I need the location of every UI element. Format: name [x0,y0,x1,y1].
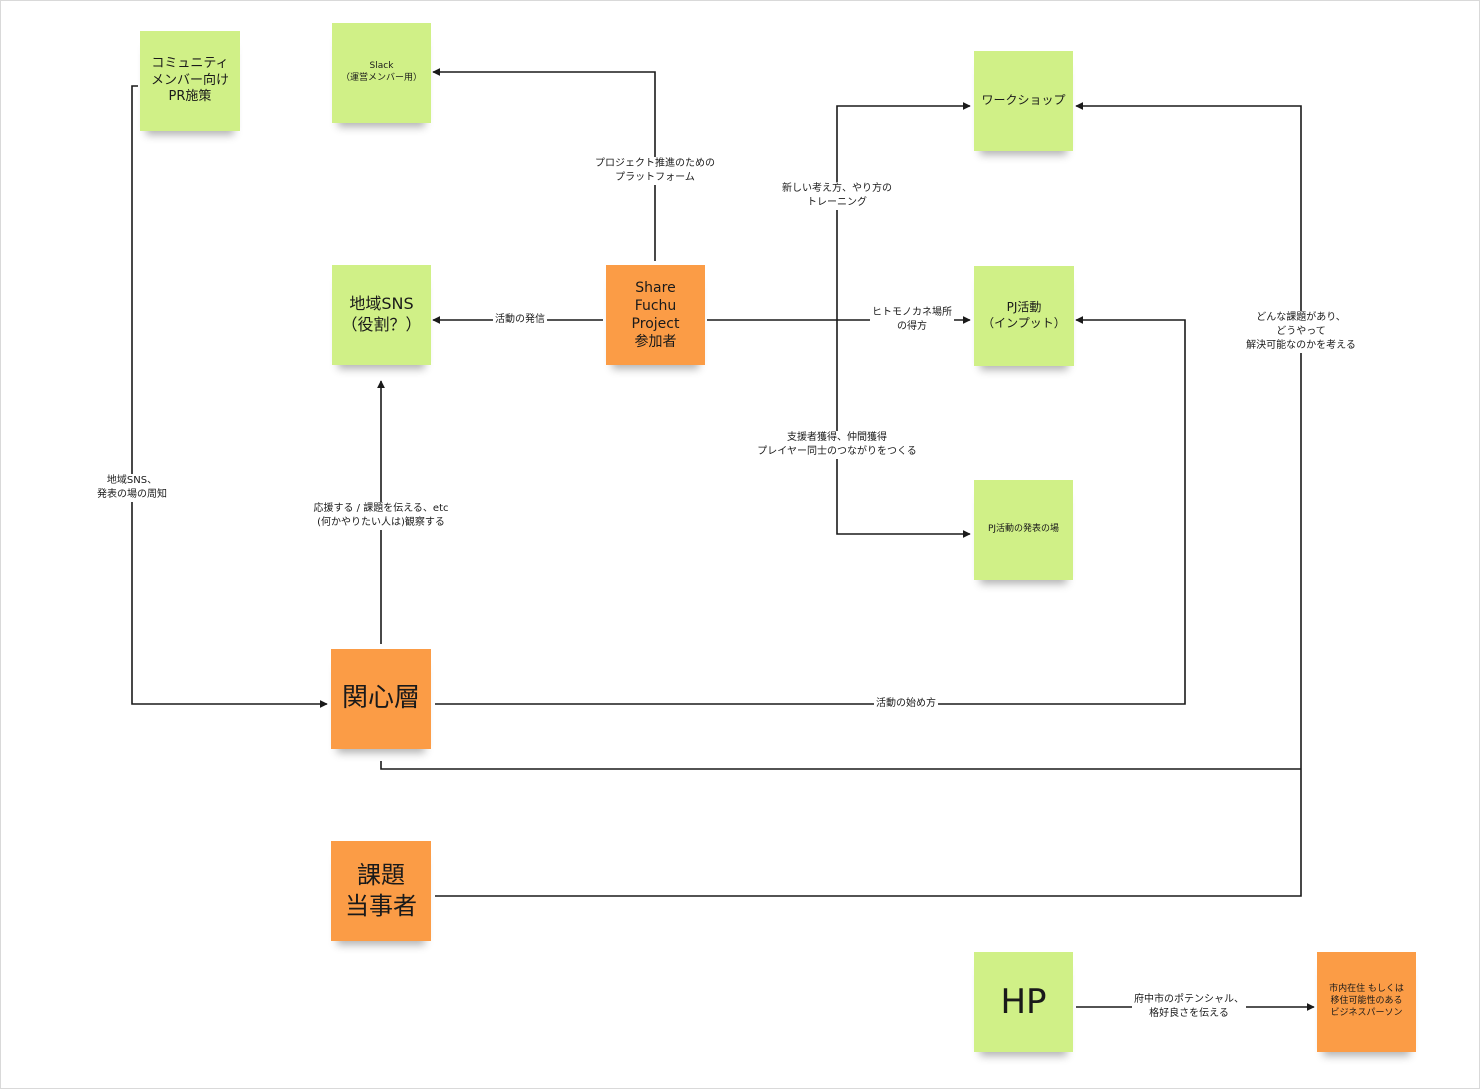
note-workshop[interactable]: ワークショップ [974,51,1073,151]
edge-community-to-interest [131,85,328,708]
label-fuchu-potential: 府中市のポテンシャル、 格好良さを伝える [1132,993,1246,1021]
note-hp[interactable]: HP [974,952,1073,1052]
label-how-to-start: 活動の始め方 [874,697,938,711]
note-slack[interactable]: Slack （運営メンバー用） [332,23,431,123]
label-issue-thinking: どんな課題があり、 どうやって 解決可能なのかを考える [1244,311,1358,353]
note-pj-presentation[interactable]: PJ活動の発表の場 [974,480,1073,580]
note-pj-activity[interactable]: PJ活動 （インプット） [974,266,1074,366]
edge-interest-to-trunk [380,761,1301,770]
label-training: 新しい考え方、やり方の トレーニング [780,182,894,210]
label-broadcast: 活動の発信 [493,313,547,327]
note-interest-layer[interactable]: 関心層 [331,649,431,749]
edge-interest-to-pj-activity [435,316,1186,705]
label-support: 応援する / 課題を伝える、etc (何かやりたい人は)観察する [311,502,451,530]
note-issue-parties[interactable]: 課題 当事者 [331,841,431,941]
note-business-persons[interactable]: 市内在住 もしくは 移住可能性のある ビジネスパーソン [1317,952,1416,1052]
label-supporters: 支援者獲得、仲間獲得 プレイヤー同士のつながりをつくる [755,431,919,459]
edge-issue-to-workshop [435,102,1302,897]
edge-branch-to-pj-presentation [836,320,971,538]
edge-share-to-slack [432,68,656,261]
note-share-fuchu[interactable]: Share Fuchu Project 参加者 [606,265,705,365]
note-community-pr[interactable]: コミュニティ メンバー向け PR施策 [140,31,240,131]
label-hitomonokane: ヒトモノカネ場所 の得方 [870,306,954,334]
edge-branch-to-workshop [836,102,971,320]
label-sns-awareness: 地域SNS、 発表の場の周知 [95,474,169,502]
label-platform: プロジェクト推進のための プラットフォーム [593,157,717,185]
note-local-sns[interactable]: 地域SNS （役割？） [332,265,431,365]
